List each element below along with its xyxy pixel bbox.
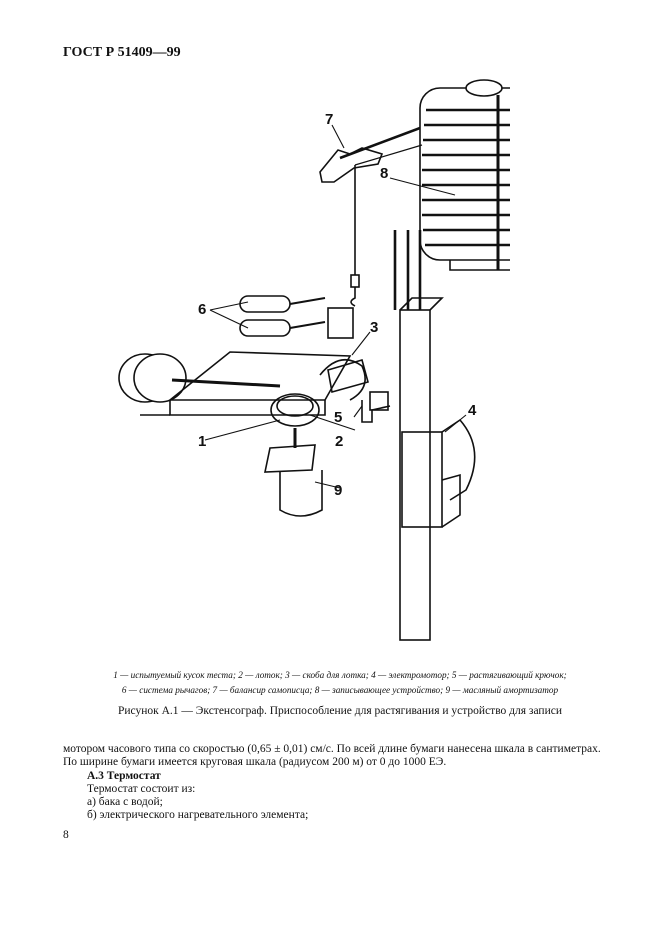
paragraph-2: По ширине бумаги имеется круговая шкала … [63,756,447,769]
callout-5: 5 [334,409,342,426]
section-intro: Термостат состоит из: [87,782,196,795]
leader-lines [204,124,467,489]
callout-8: 8 [380,165,388,182]
section-heading: А.3 Термостат [87,769,161,782]
extensograph-figure: 7 8 6 3 4 1 2 5 9 [118,79,510,641]
paragraph-1: мотором часового типа со скоростью (0,65… [63,743,601,755]
callout-9: 9 [334,482,342,499]
callout-2: 2 [335,433,343,450]
balancer-illustration [319,126,423,307]
callout-4: 4 [468,402,477,419]
callout-6: 6 [198,301,206,318]
callout-7: 7 [325,111,333,128]
figure-title: Рисунок А.1 — Экстенсограф. Приспособлен… [118,705,562,717]
legend-line-1: 1 — испытуемый кусок теста; 2 — лоток; 3… [113,670,567,680]
page-number: 8 [63,829,69,841]
legend-line-2: 6 — система рычагов; 7 — балансир самопи… [121,685,559,695]
tray-illustration [270,358,391,427]
callout-1: 1 [198,433,206,450]
callout-3: 3 [370,319,378,336]
figure-legend: 1 — испытуемый кусок теста; 2 — лоток; 3… [60,668,620,698]
list-item-a: а) бака с водой; [87,796,163,809]
motor-illustration [401,418,476,528]
list-item-b: б) электрического нагревательного элемен… [87,809,309,822]
damper-illustration [264,428,323,517]
recording-drum-illustration [419,79,510,271]
frame-illustration [118,351,352,416]
lever-system-illustration [239,295,354,339]
body-text: мотором часового типа со скоростью (0,65… [63,743,623,823]
column-illustration [393,230,444,641]
document-header: ГОСТ Р 51409—99 [63,45,181,60]
